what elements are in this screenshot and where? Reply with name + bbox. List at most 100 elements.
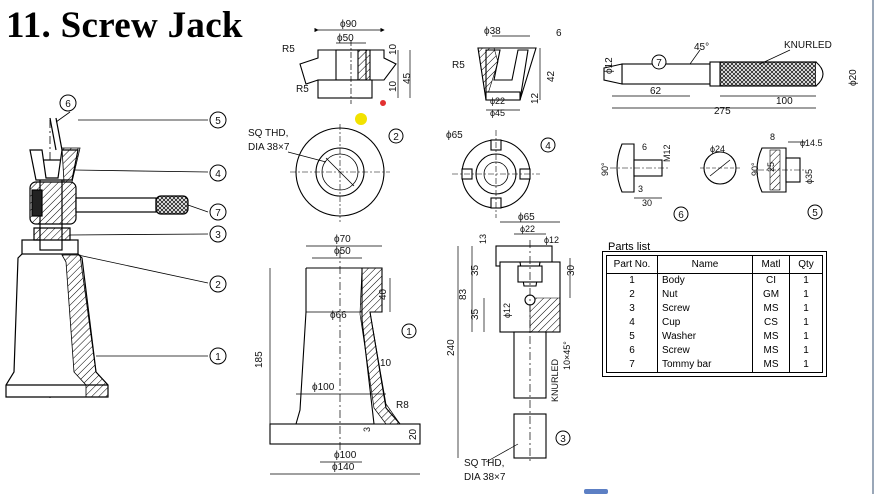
nut-balloon: 2 — [393, 132, 399, 143]
cup-labels: ϕ38 6 R5 42 12 ϕ22 ϕ45 ϕ65 — [446, 26, 562, 141]
cell-name: Cup — [657, 316, 753, 330]
assembly-view — [5, 111, 209, 398]
svg-text:10×45°: 10×45° — [562, 341, 572, 370]
cell-matl: CS — [752, 316, 790, 330]
yellow-highlight-dot — [355, 113, 367, 125]
svg-text:ϕ90: ϕ90 — [340, 19, 357, 30]
red-highlight-dot — [380, 100, 386, 106]
svg-text:12: 12 — [530, 92, 541, 104]
cell-qty: 1 — [789, 316, 823, 330]
svg-text:KNURLED: KNURLED — [784, 40, 832, 51]
svg-text:6: 6 — [65, 99, 71, 110]
svg-text:ϕ100: ϕ100 — [334, 450, 357, 461]
svg-text:ϕ50: ϕ50 — [337, 33, 354, 44]
scroll-indicator[interactable] — [584, 489, 608, 494]
svg-text:83: 83 — [458, 288, 469, 300]
cell-name: Nut — [657, 288, 753, 302]
tommy-bar — [603, 49, 824, 109]
cell-name: Washer — [657, 330, 753, 344]
cell-matl: MS — [752, 358, 790, 373]
svg-text:240: 240 — [446, 339, 457, 356]
svg-text:ϕ100: ϕ100 — [312, 382, 335, 393]
cell-name: Body — [657, 273, 753, 288]
svg-text:R5: R5 — [296, 84, 309, 95]
cell-part-no: 2 — [606, 288, 658, 302]
svg-text:R5: R5 — [282, 44, 295, 55]
svg-text:2: 2 — [215, 280, 221, 291]
svg-text:35: 35 — [470, 308, 481, 320]
svg-text:M12: M12 — [662, 144, 672, 162]
svg-text:ϕ14.5: ϕ14.5 — [800, 138, 823, 148]
svg-text:ϕ22: ϕ22 — [490, 96, 505, 106]
cell-part-no: 3 — [606, 302, 658, 316]
svg-text:R8: R8 — [396, 400, 409, 411]
svg-text:45: 45 — [402, 72, 413, 84]
header-part-no: Part No. — [606, 255, 658, 274]
svg-text:ϕ20: ϕ20 — [848, 69, 859, 86]
svg-text:1: 1 — [215, 352, 221, 363]
svg-text:10: 10 — [388, 43, 399, 55]
balloon-6: 6 — [59, 94, 77, 112]
svg-text:3: 3 — [638, 184, 643, 194]
header-qty: Qty — [789, 255, 823, 274]
svg-text:KNURLED: KNURLED — [550, 358, 560, 402]
body-labels: ϕ70 ϕ50 ϕ66 40 185 10 ϕ100 R8 20 3 ϕ100 … — [254, 234, 419, 473]
svg-text:6: 6 — [556, 28, 562, 39]
svg-text:3: 3 — [362, 427, 372, 432]
svg-text:90°: 90° — [600, 162, 610, 176]
svg-text:ϕ66: ϕ66 — [330, 310, 347, 321]
svg-text:30: 30 — [642, 198, 652, 208]
body-section — [269, 245, 421, 475]
washer-labels: 90° 8 ϕ14.5 ϕ35 25 5 — [750, 132, 823, 220]
tommy-bar-balloon: 7 — [656, 58, 662, 69]
svg-text:ϕ65: ϕ65 — [518, 212, 535, 223]
body-balloon: 1 — [406, 327, 412, 338]
balloon-7: 7 — [209, 203, 227, 221]
svg-text:ϕ65: ϕ65 — [446, 130, 463, 141]
svg-text:10: 10 — [380, 358, 392, 369]
svg-text:ϕ12: ϕ12 — [604, 57, 615, 74]
svg-text:5: 5 — [215, 116, 221, 127]
svg-text:4: 4 — [215, 169, 221, 180]
screw-spindle — [457, 221, 571, 463]
svg-text:20: 20 — [408, 428, 419, 440]
cell-part-no: 6 — [606, 344, 658, 358]
svg-text:6: 6 — [642, 142, 647, 152]
balloon-5: 5 — [209, 111, 227, 129]
tommy-bar-labels: 7 ϕ12 45° KNURLED 62 100 275 ϕ20 — [604, 40, 859, 117]
svg-text:7: 7 — [215, 208, 221, 219]
washer-balloon: 5 — [812, 208, 818, 219]
svg-text:ϕ140: ϕ140 — [332, 462, 355, 473]
cell-qty: 1 — [789, 344, 823, 358]
nut-plan — [287, 124, 390, 222]
svg-text:ϕ50: ϕ50 — [334, 246, 351, 257]
header-name: Name — [657, 255, 753, 274]
cup-elevation — [477, 35, 541, 111]
svg-text:45°: 45° — [694, 42, 709, 53]
svg-text:DIA 38×7: DIA 38×7 — [464, 472, 506, 483]
cell-matl: MS — [752, 302, 790, 316]
cell-matl: CI — [752, 273, 790, 288]
svg-text:3: 3 — [215, 230, 221, 241]
svg-text:90°: 90° — [750, 162, 760, 176]
assembly-balloons: 6 5 4 7 3 2 1 — [59, 94, 227, 365]
svg-text:ϕ45: ϕ45 — [490, 108, 505, 118]
svg-text:ϕ38: ϕ38 — [484, 26, 501, 37]
table-header-row: Part No. Name Matl Qty — [606, 255, 823, 274]
svg-text:SQ THD,: SQ THD, — [248, 128, 288, 139]
svg-text:42: 42 — [546, 70, 557, 82]
nut-plan-labels: SQ THD, DIA 38×7 2 — [248, 128, 404, 153]
cell-qty: 1 — [789, 288, 823, 302]
washer — [756, 141, 806, 193]
nut-elevation — [299, 27, 411, 104]
